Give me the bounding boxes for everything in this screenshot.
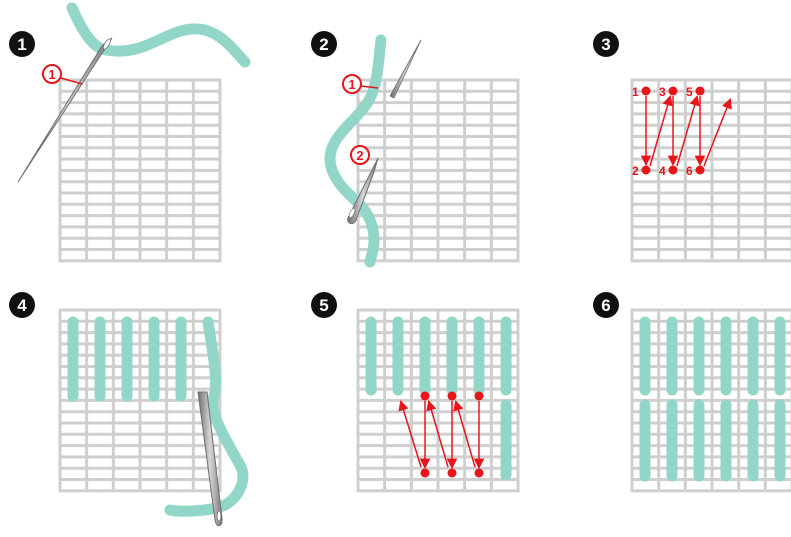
- grid-panel-3: [632, 80, 791, 261]
- panel-step-1: 1: [18, 8, 245, 182]
- step-badge-number: 6: [601, 296, 610, 315]
- grid-panel-2: [358, 80, 518, 261]
- step-badge-5: 5: [311, 292, 337, 318]
- panel-step-2: 1 2: [330, 40, 421, 262]
- step-badge-4: 4: [9, 292, 35, 318]
- stitch-point: [642, 166, 651, 175]
- step-badge-number: 1: [17, 35, 26, 54]
- stitch-point: [421, 469, 430, 478]
- stitch-point: [448, 469, 457, 478]
- callout-label: 1: [48, 67, 55, 82]
- callout-label: 1: [348, 77, 355, 92]
- stitch-point: [669, 166, 678, 175]
- step-badge-2: 2: [311, 31, 337, 57]
- stitch-point: [642, 87, 651, 96]
- step-badge-number: 4: [17, 296, 27, 315]
- stitch-point: [669, 87, 678, 96]
- step-badge-3: 3: [593, 31, 619, 57]
- grid-panel-1: [60, 80, 220, 261]
- point-label: 3: [659, 85, 666, 99]
- arrow-icon: [677, 97, 697, 166]
- needle-icon: [390, 40, 421, 98]
- stitch-point: [696, 87, 705, 96]
- step-badge-number: 3: [601, 35, 610, 54]
- point-label: 1: [632, 85, 639, 99]
- step-badge-number: 5: [319, 296, 328, 315]
- stitch-point: [475, 469, 484, 478]
- step-badge-1: 1: [9, 31, 35, 57]
- point-label: 5: [686, 85, 693, 99]
- callout-marker: 2: [351, 146, 369, 164]
- point-label: 2: [632, 164, 639, 178]
- step-badges: 1 2 3 4 5 6: [9, 31, 619, 318]
- step-badge-6: 6: [593, 292, 619, 318]
- point-label: 6: [686, 164, 693, 178]
- stitch-point: [421, 392, 430, 401]
- stitch-point: [696, 166, 705, 175]
- stitch-point: [448, 392, 457, 401]
- step-badge-number: 2: [319, 35, 328, 54]
- callout-label: 2: [356, 148, 363, 163]
- grid-panel-4: [60, 310, 220, 491]
- grid-panel-6: [632, 310, 791, 491]
- stitch-point: [475, 392, 484, 401]
- panel-step-3: 1 2 3 4 5 6: [632, 85, 730, 178]
- point-label: 4: [659, 164, 666, 178]
- arrow-icon: [704, 100, 730, 166]
- grid-panel-5: [358, 310, 518, 491]
